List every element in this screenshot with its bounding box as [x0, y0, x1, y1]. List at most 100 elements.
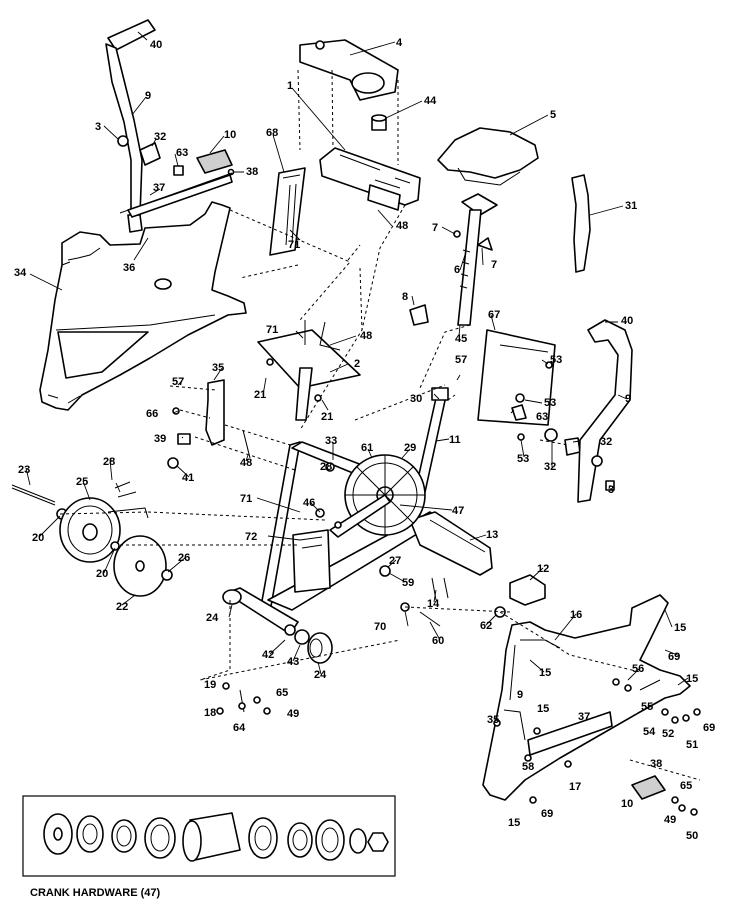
- callout-15b: 15: [539, 667, 551, 679]
- front-foot: [284, 624, 333, 664]
- callout-35a: 35: [212, 362, 224, 374]
- callout-19: 19: [204, 679, 216, 691]
- callout-48c: 48: [240, 457, 252, 469]
- callout-32a: 32: [154, 131, 166, 143]
- callouts: 40 9 3 32 63 10 38 37 36 34 68 71 4 1 44…: [14, 37, 715, 842]
- callout-69b: 69: [703, 722, 715, 734]
- pulley-assembly: [11, 481, 173, 597]
- callout-61: 61: [361, 442, 373, 454]
- callout-51: 51: [686, 739, 698, 751]
- callout-63a: 63: [176, 147, 188, 159]
- callout-56: 56: [632, 663, 644, 675]
- left-handlebar: [105, 19, 156, 233]
- callout-52: 52: [662, 728, 674, 740]
- callout-35b: 35: [487, 714, 499, 726]
- callout-5: 5: [550, 109, 556, 121]
- callout-65b: 65: [680, 780, 692, 792]
- callout-14: 14: [427, 598, 440, 610]
- pedal-right: [631, 775, 698, 816]
- callout-69a: 69: [668, 651, 680, 663]
- callout-10b: 10: [621, 798, 633, 810]
- callout-67: 67: [488, 309, 500, 321]
- callout-25: 25: [76, 476, 88, 488]
- callout-31: 31: [625, 200, 637, 212]
- callout-63b: 63: [536, 411, 548, 423]
- callout-45: 45: [455, 333, 467, 345]
- strap-31: [571, 174, 591, 273]
- callout-15a: 15: [674, 622, 686, 634]
- callout-43: 43: [287, 656, 299, 668]
- callout-37a: 37: [153, 182, 165, 194]
- callout-16: 16: [570, 609, 582, 621]
- callout-26: 26: [178, 552, 190, 564]
- cover-67: [477, 329, 556, 426]
- crank-hardware-box: CRANK HARDWARE (47): [22, 795, 396, 899]
- callout-33: 33: [325, 435, 337, 447]
- callout-53a: 53: [550, 354, 562, 366]
- callout-24a: 24: [206, 612, 219, 624]
- callout-66: 66: [146, 408, 158, 420]
- callout-38b: 38: [650, 758, 662, 770]
- callout-39: 39: [154, 433, 166, 445]
- callout-32c: 32: [600, 436, 612, 448]
- callout-58: 58: [522, 761, 534, 773]
- callout-4: 4: [396, 37, 403, 49]
- console-1: [319, 147, 421, 211]
- callout-15d: 15: [537, 703, 549, 715]
- left-hardware: [117, 135, 235, 240]
- callout-60a: 60: [432, 635, 444, 647]
- callout-48a: 48: [396, 220, 408, 232]
- right-hardware: [511, 361, 581, 456]
- callout-48b: 48: [360, 330, 372, 342]
- callout-50: 50: [686, 830, 698, 842]
- callout-24b: 24: [314, 669, 327, 681]
- callout-59: 59: [402, 577, 414, 589]
- callout-44: 44: [424, 95, 437, 107]
- callout-18: 18: [204, 707, 216, 719]
- seat-post: [409, 193, 498, 326]
- callout-1: 1: [287, 80, 293, 92]
- callout-62: 62: [480, 620, 492, 632]
- console-44: [371, 114, 387, 131]
- leader-lines: [25, 31, 689, 686]
- callout-28a: 28: [103, 456, 115, 468]
- callout-32b: 32: [544, 461, 556, 473]
- callout-68: 68: [266, 127, 278, 139]
- callout-71b: 71: [266, 324, 278, 336]
- callout-64: 64: [233, 722, 246, 734]
- callout-20b: 20: [96, 568, 108, 580]
- callout-40b: 40: [621, 315, 633, 327]
- small-parts-center: [379, 565, 546, 627]
- callout-28b: 28: [320, 461, 332, 473]
- main-frame: [222, 387, 493, 635]
- seat: [437, 127, 539, 186]
- callout-65a: 65: [276, 687, 288, 699]
- callout-27: 27: [389, 555, 401, 567]
- callout-13: 13: [486, 529, 498, 541]
- callout-71c: 71: [240, 493, 252, 505]
- callout-70: 70: [374, 621, 386, 633]
- callout-6: 6: [454, 264, 460, 276]
- left-shroud: [39, 201, 247, 411]
- assembly-guide-lines: [59, 69, 701, 781]
- callout-15c: 15: [686, 673, 698, 685]
- callout-46: 46: [303, 497, 315, 509]
- callout-7a: 7: [432, 222, 438, 234]
- callout-69c: 69: [541, 808, 553, 820]
- callout-29: 29: [404, 442, 416, 454]
- callout-8: 8: [402, 291, 408, 303]
- callout-49a: 49: [287, 708, 299, 720]
- callout-15e: 15: [508, 817, 520, 829]
- callout-34: 34: [14, 267, 27, 279]
- callout-53c: 53: [517, 453, 529, 465]
- hardware-bottom-left: [216, 682, 271, 715]
- callout-71a: 71: [288, 239, 300, 251]
- callout-10a: 10: [224, 129, 236, 141]
- callout-2: 2: [354, 358, 360, 370]
- panel-68: [269, 167, 306, 256]
- crank-hardware-parts: [43, 812, 389, 862]
- callout-9a: 9: [145, 90, 151, 102]
- callout-40a: 40: [150, 39, 162, 51]
